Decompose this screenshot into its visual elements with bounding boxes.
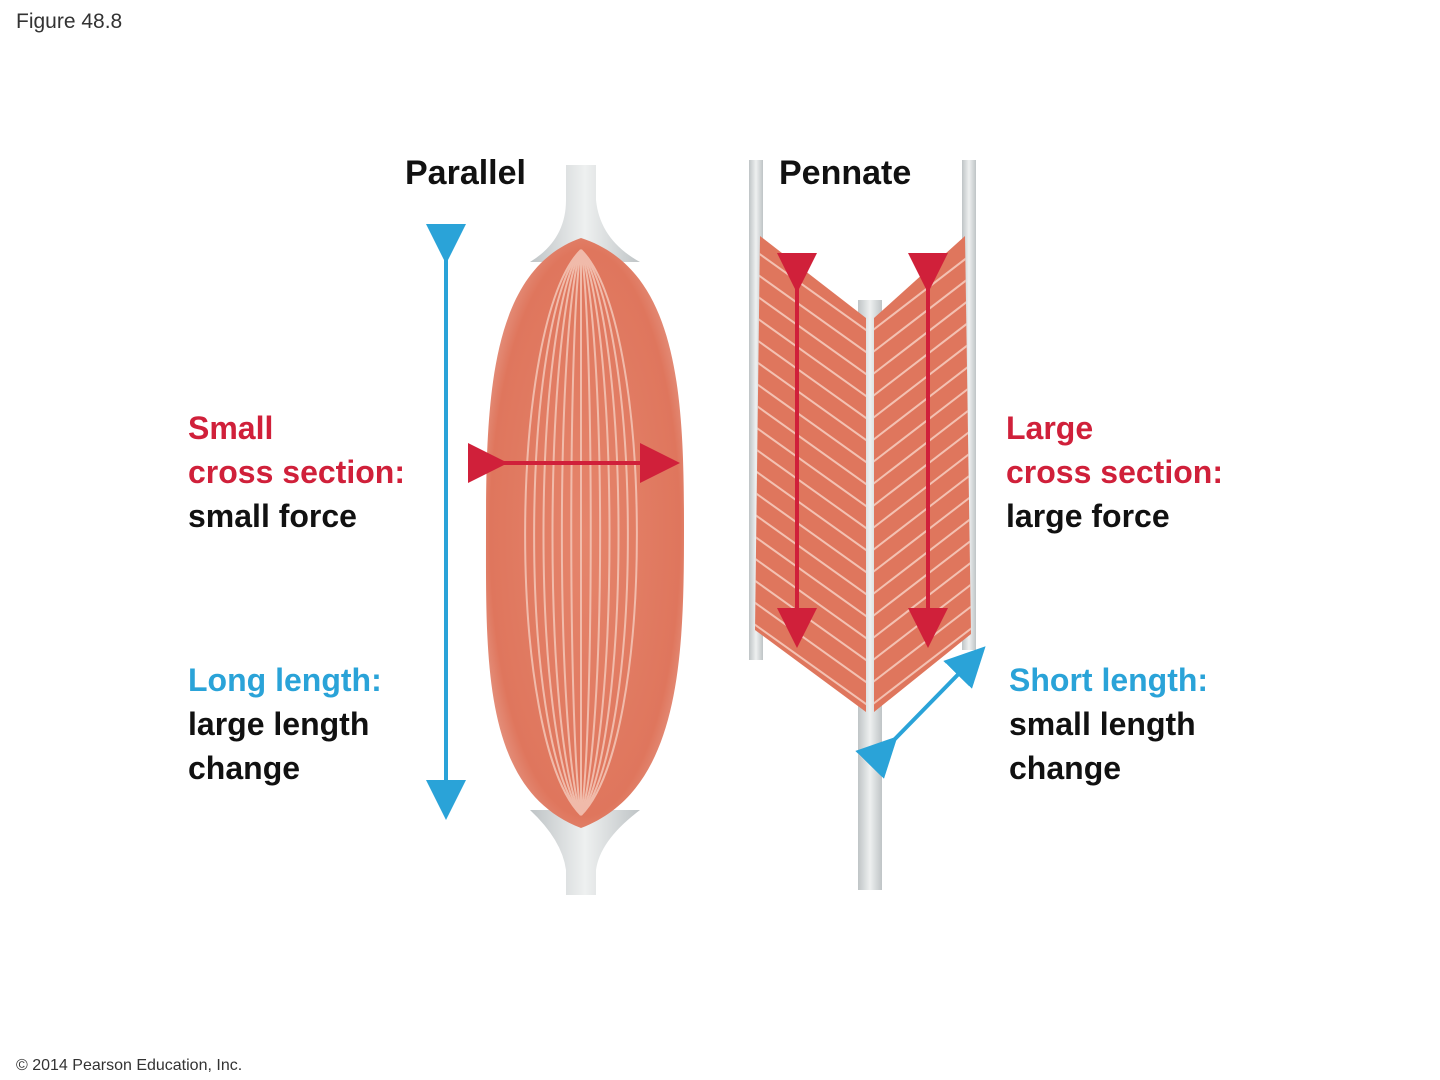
- parallel-cross-section-label: Small cross section: small force: [188, 406, 405, 538]
- parallel-length-label: Long length: large length change: [188, 658, 382, 790]
- pennate-length-label: Short length: small length change: [1009, 658, 1208, 790]
- pennate-muscle: [749, 160, 976, 890]
- pennate-title: Pennate: [779, 154, 912, 192]
- parallel-muscle-belly: [485, 238, 684, 828]
- parallel-force-text: small force: [188, 498, 357, 534]
- figure-label: Figure 48.8: [16, 10, 123, 33]
- pennate-force-text: large force: [1006, 498, 1170, 534]
- parallel-cross-line2: cross section:: [188, 454, 405, 490]
- parallel-fibers: [524, 249, 638, 816]
- parallel-title: Parallel: [405, 154, 526, 192]
- pennate-cross-line2: cross section:: [1006, 454, 1223, 490]
- copyright-notice: © 2014 Pearson Education, Inc.: [16, 1057, 243, 1074]
- pennate-length-heading: Short length:: [1009, 662, 1209, 698]
- parallel-length-line1: large length: [188, 706, 370, 742]
- parallel-length-line2: change: [188, 750, 301, 786]
- parallel-muscle: [468, 165, 684, 895]
- pennate-cross-section-label: Large cross section: large force: [1006, 406, 1223, 538]
- parallel-cross-line1: Small: [188, 410, 274, 446]
- parallel-length-heading: Long length:: [188, 662, 382, 698]
- pennate-length-arrow: [855, 646, 986, 779]
- parallel-bottom-tendon: [530, 810, 640, 895]
- parallel-top-tendon: [530, 165, 640, 262]
- pennate-length-line2: change: [1009, 750, 1122, 786]
- pennate-cross-line1: Large: [1006, 410, 1094, 446]
- pennate-length-line1: small length: [1009, 706, 1196, 742]
